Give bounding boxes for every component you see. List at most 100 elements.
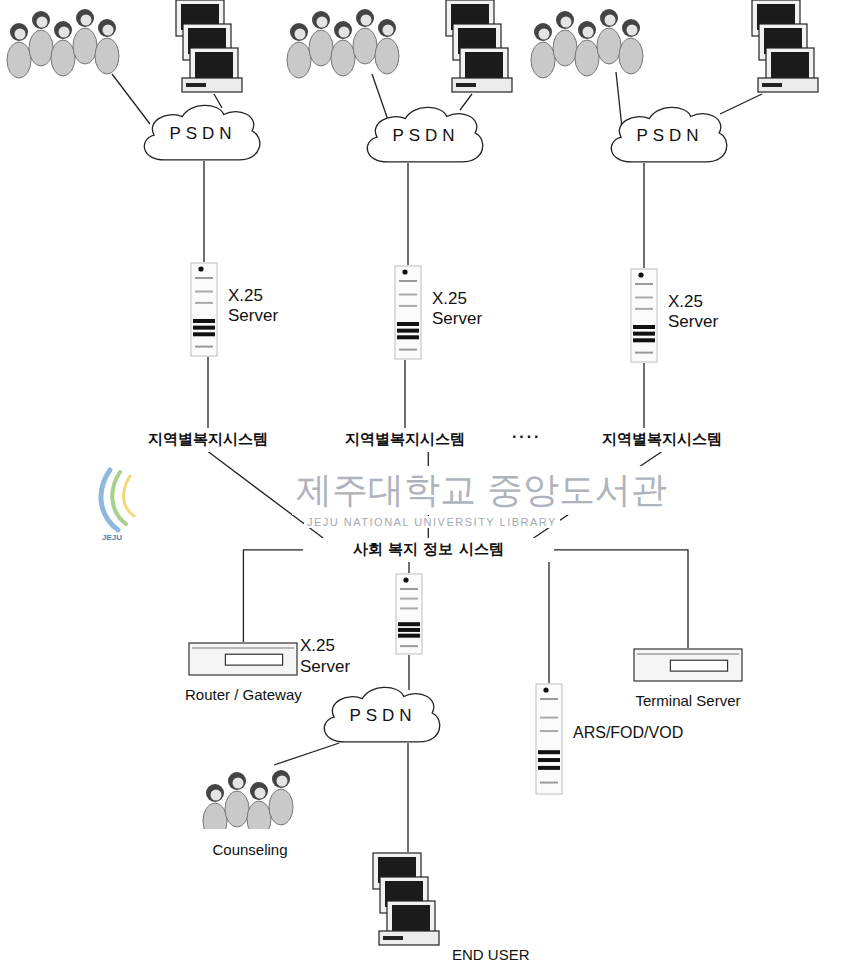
server-node: X.25 Server — [300, 573, 425, 655]
server-slot — [400, 598, 418, 600]
person-face — [233, 778, 244, 789]
computer-drive — [383, 936, 403, 940]
server-slot — [399, 294, 417, 296]
device-icon — [633, 648, 743, 682]
people-icon — [202, 765, 298, 829]
node-label: X.25 Server — [432, 289, 494, 330]
library-logo — [101, 470, 134, 530]
person-face — [583, 27, 594, 38]
person-head — [272, 770, 290, 788]
person-head — [334, 21, 352, 39]
person-body — [203, 803, 227, 829]
node-label: 지역별복지시스템 — [345, 430, 465, 450]
node-label: ARS/FOD/VOD — [573, 723, 683, 742]
person-head — [600, 9, 618, 27]
server-bay — [397, 322, 419, 326]
person-body — [247, 801, 271, 829]
device-edge — [192, 648, 294, 649]
server-case — [631, 269, 657, 362]
node-label: Terminal Server — [635, 692, 740, 709]
device-case — [189, 643, 297, 675]
person-head — [76, 9, 94, 27]
server-slot — [195, 291, 213, 293]
network-cloud: PSDN — [316, 682, 445, 744]
label-group: END USER — [452, 946, 530, 963]
person-face — [561, 17, 572, 28]
cloud-path — [144, 105, 260, 160]
leader-line — [720, 94, 762, 114]
server-bay — [193, 319, 215, 323]
server-bay — [538, 750, 560, 754]
device-icon — [188, 642, 298, 676]
person-head — [54, 21, 72, 39]
connector-line — [407, 163, 408, 265]
computer-icon — [372, 852, 444, 947]
server-bay — [398, 634, 420, 638]
watermark-text: JEJU NATIONAL UNIVERSITY LIBRARY — [304, 516, 560, 528]
person-head — [312, 11, 330, 29]
person-face — [339, 27, 350, 38]
person-body — [225, 791, 249, 827]
network-cloud: PSDN — [359, 102, 488, 164]
server-bay — [397, 329, 419, 333]
server-node: X.25 Server — [392, 265, 494, 360]
person-face — [317, 17, 328, 28]
server-bay — [538, 766, 560, 770]
node-label: X.25 Server — [228, 286, 290, 327]
node-label: Counseling — [212, 841, 287, 858]
person-head — [98, 19, 116, 37]
person-head — [378, 19, 396, 37]
server-icon — [188, 262, 220, 357]
person-head — [250, 782, 268, 800]
node-label: Router / Gateway — [185, 686, 302, 703]
user-group: Counseling — [202, 765, 298, 858]
server-slot — [540, 782, 558, 784]
person-face — [383, 25, 394, 36]
server-slot — [400, 588, 418, 590]
server-icon — [628, 268, 660, 363]
server-bay — [538, 758, 560, 762]
person-head — [534, 23, 552, 41]
person-body — [29, 30, 53, 66]
device-panel — [226, 654, 283, 665]
person-head — [556, 11, 574, 29]
person-head — [10, 23, 28, 41]
node-label: PSDN — [387, 120, 459, 146]
connector-line — [643, 363, 644, 428]
server-led — [198, 266, 203, 271]
person-head — [32, 11, 50, 29]
computer-base — [379, 931, 439, 945]
server-led — [638, 272, 643, 277]
label-group: X.25 Server — [228, 262, 290, 327]
person-face — [211, 790, 222, 801]
ellipsis-label: ···· — [512, 428, 541, 446]
network-device: Router / Gateway — [185, 642, 302, 703]
node-label: 지역별복지시스템 — [602, 430, 722, 450]
server-slot — [540, 730, 558, 732]
monitor-screen — [771, 52, 809, 78]
network-cloud: PSDN — [603, 102, 732, 164]
person-head — [356, 9, 374, 27]
person-body — [309, 30, 333, 66]
device-case — [634, 649, 742, 681]
server-slot — [400, 607, 418, 609]
person-face — [361, 15, 372, 26]
person-face — [277, 776, 288, 787]
server-slot — [540, 698, 558, 700]
person-face — [37, 17, 48, 28]
cloud-path — [611, 107, 727, 162]
label-group: X.25 Server — [432, 265, 494, 330]
connector-line — [243, 550, 303, 642]
monitor-screen — [465, 52, 503, 78]
figure-group — [7, 0, 818, 92]
node-label: END USER — [452, 946, 530, 963]
monitor-screen — [195, 52, 233, 78]
server-slot — [399, 305, 417, 307]
node-label: PSDN — [344, 700, 416, 726]
connector-line — [407, 743, 408, 852]
server-slot — [399, 349, 417, 351]
person-head — [206, 784, 224, 802]
node-label: PSDN — [631, 120, 703, 146]
server-slot — [195, 277, 213, 279]
server-node: X.25 Server — [188, 262, 290, 357]
